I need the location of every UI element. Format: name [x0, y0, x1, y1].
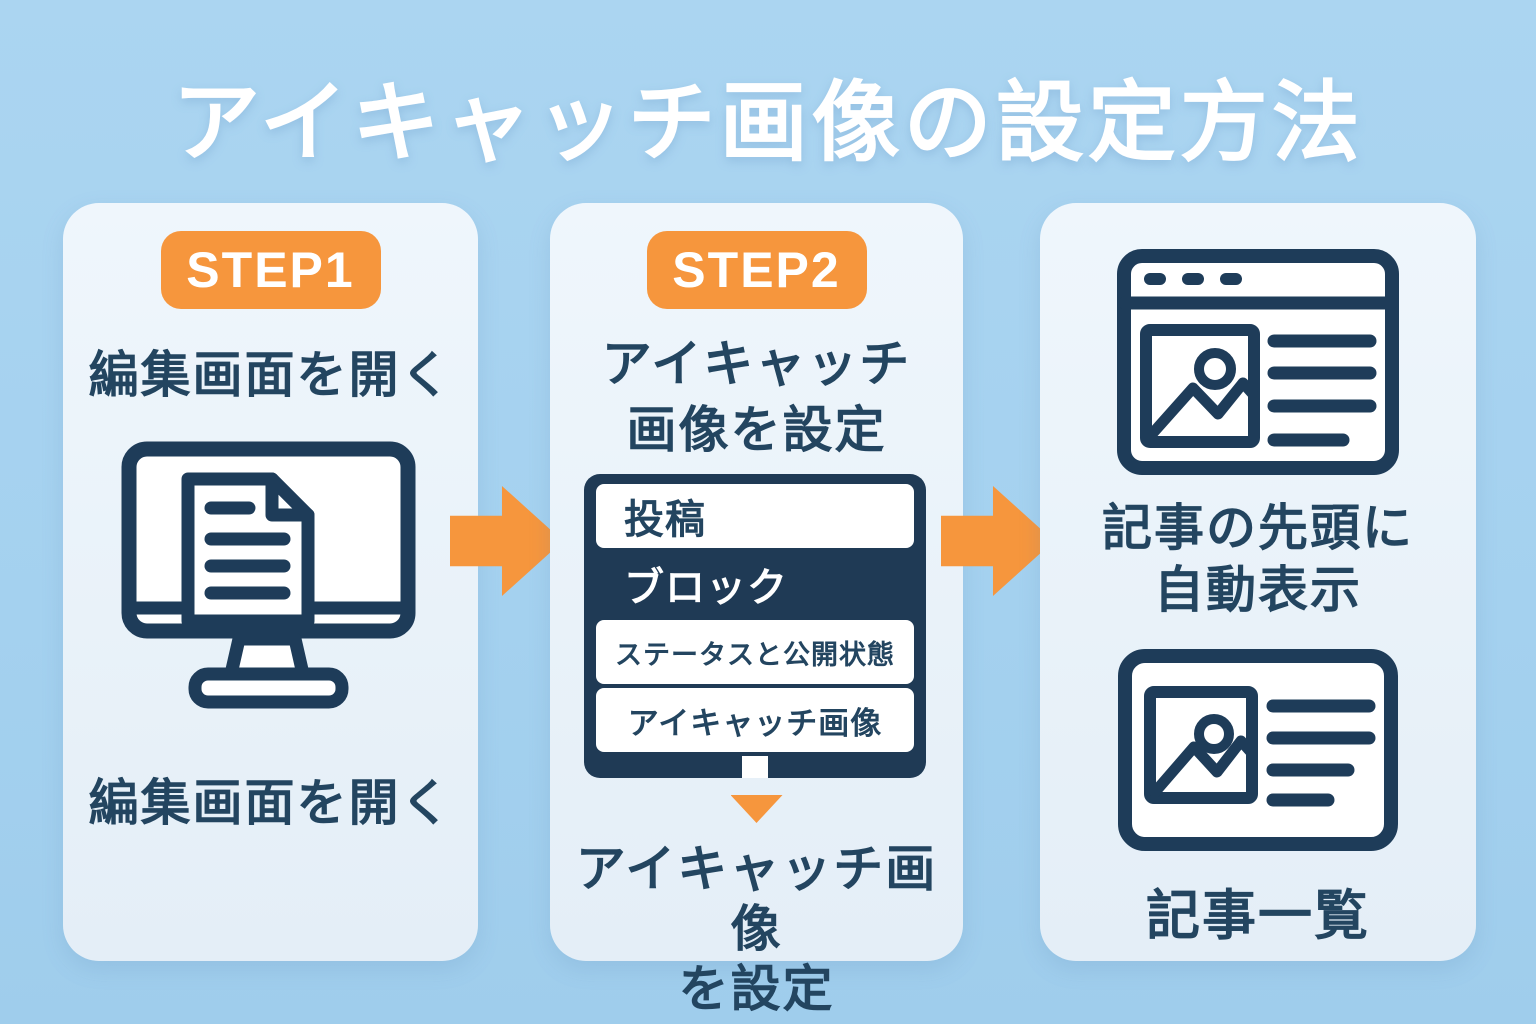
menu-item-post: 投稿 — [596, 484, 914, 548]
result-caption-top: 記事の先頭に 自動表示 — [1040, 497, 1476, 621]
step2-heading-line1: アイキャッチ — [601, 336, 912, 392]
article-card-icon — [1118, 649, 1398, 851]
step1-heading: 編集画面を開く — [88, 347, 453, 403]
browser-article-icon — [1117, 249, 1399, 475]
menu-item-featured-image: アイキャッチ画像 — [596, 688, 914, 752]
step1-caption: 編集画面を開く — [88, 775, 453, 831]
step2-caption-line2: を設定 — [678, 961, 835, 1017]
page-title: アイキャッチ画像の設定方法 — [172, 73, 1364, 172]
step1-badge: STEP1 — [160, 231, 381, 309]
result-caption-bottom: 記事一覧 — [1146, 886, 1370, 946]
arrow-down-icon — [730, 795, 783, 823]
menu-item-block: ブロック — [624, 566, 788, 610]
editor-settings-menu: 投稿 ブロック ステータスと公開状態 アイキャッチ画像 — [584, 474, 926, 778]
result-caption-top-line1: 記事の先頭に — [1102, 500, 1414, 556]
menu-pointer-notch — [742, 756, 768, 778]
result-card: 記事の先頭に 自動表示 記事一覧 — [1040, 203, 1476, 961]
step2-caption-line1: アイキャッチ画像 — [575, 841, 938, 957]
monitor-document-icon — [121, 441, 416, 709]
step1-card: STEP1 編集画面を開く 編集画面を開く — [63, 203, 478, 961]
menu-item-status-visibility: ステータスと公開状態 — [596, 620, 914, 684]
step2-heading-line2: 画像を設定 — [626, 402, 887, 458]
step2-badge: STEP2 — [646, 231, 867, 309]
step2-heading: アイキャッチ 画像を設定 — [550, 331, 963, 463]
step2-card: STEP2 アイキャッチ 画像を設定 投稿 ブロック ステータスと公開状態 アイ… — [550, 203, 963, 1017]
result-caption-top-line2: 自動表示 — [1154, 562, 1362, 618]
step2-caption: アイキャッチ画像 を設定 — [550, 839, 963, 1019]
